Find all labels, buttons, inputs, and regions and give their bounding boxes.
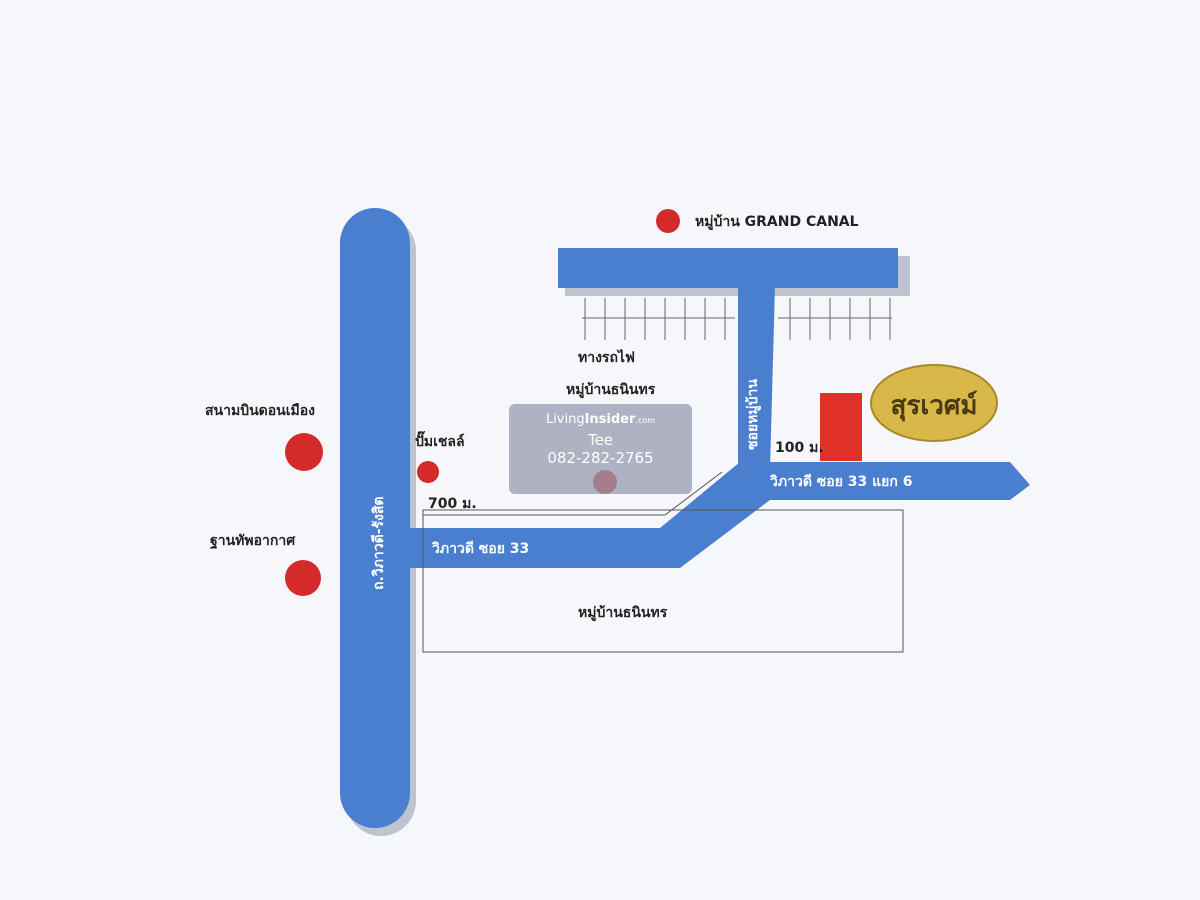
side-label: ซอยหมู่บ้าน xyxy=(745,379,761,450)
watermark-brand: LivingInsider.com xyxy=(509,412,692,427)
marker-grand-canal xyxy=(656,209,680,233)
marker-airport xyxy=(285,433,323,471)
airbase-label: ฐานทัพอากาศ xyxy=(210,533,296,550)
project-marker xyxy=(820,393,862,461)
main-label: ถ.วิภาวดี-รังสิต xyxy=(371,496,387,590)
watermark: LivingInsider.com Tee 082-282-2765 xyxy=(509,404,692,494)
dist-100-label: 100 ม. xyxy=(775,440,824,456)
airport-label: สนามบินดอนเมือง xyxy=(205,403,315,419)
village-block xyxy=(422,509,904,653)
brand-c-label: .com xyxy=(635,416,656,425)
grand-canal-label: หมู่บ้าน GRAND CANAL xyxy=(695,214,859,230)
road-grand-canal xyxy=(558,248,898,288)
marker-shell xyxy=(417,461,439,483)
shell-label: ปั๊มเชลล์ xyxy=(415,430,465,450)
railway-ticks xyxy=(582,298,892,340)
watermark-name: Tee xyxy=(587,431,614,449)
road-side xyxy=(738,285,775,470)
village-mid-label: หมู่บ้านธนินทร xyxy=(566,382,656,398)
road-soi33 xyxy=(405,462,1030,568)
watermark-phone: 082-282-2765 xyxy=(547,449,654,467)
road-vibhavadi-rangsit xyxy=(340,208,410,828)
marker-airbase xyxy=(285,560,321,596)
brand-b-label: Insider xyxy=(584,412,636,427)
railway-label: ทางรถไฟ xyxy=(578,348,635,366)
dist-700-label: 700 ม. xyxy=(428,496,477,512)
brand-a-label: Living xyxy=(545,412,585,427)
road-shadows xyxy=(346,216,910,836)
logo-text: สุรเวศม์ xyxy=(891,390,978,422)
logo-oval xyxy=(870,364,998,442)
soi33-6-label: วิภาวดี ซอย 33 แยก 6 xyxy=(769,474,913,490)
soi33-label: วิภาวดี ซอย 33 xyxy=(431,541,529,557)
village-bottom-label: หมู่บ้านธนินทร xyxy=(578,605,668,621)
